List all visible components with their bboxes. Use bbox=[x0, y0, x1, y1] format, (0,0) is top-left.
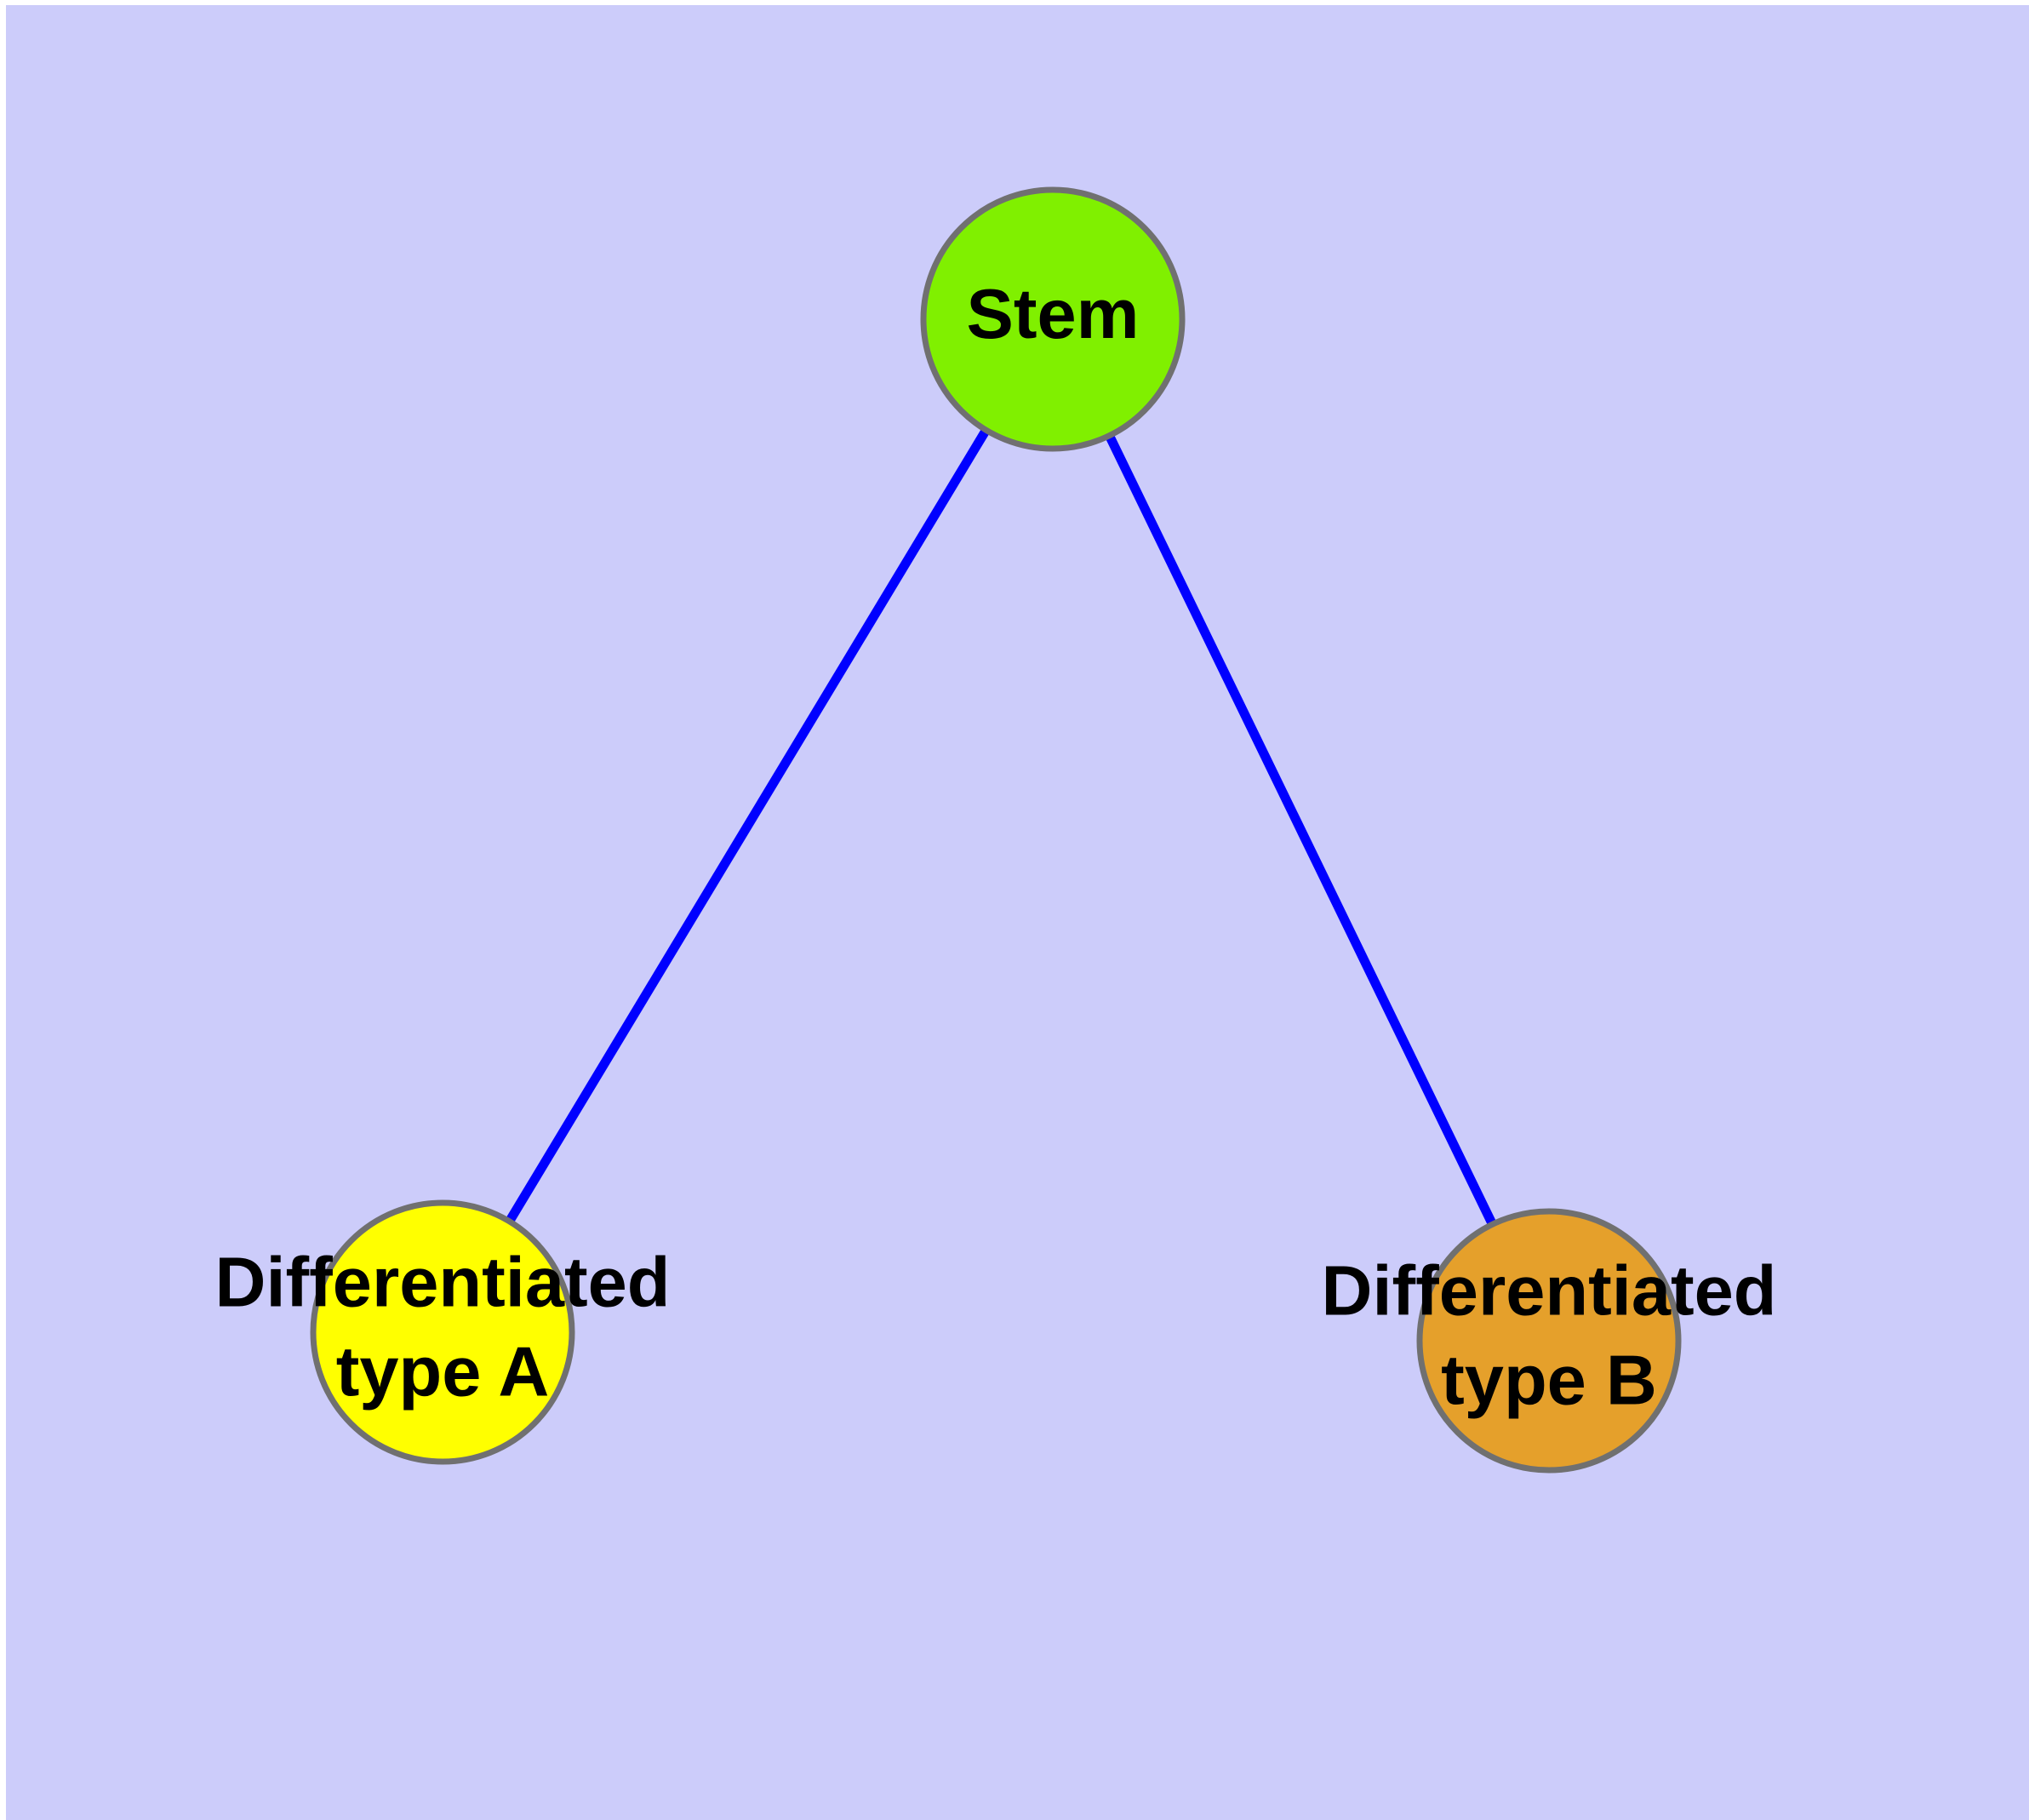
stem-node[interactable] bbox=[920, 186, 1186, 452]
edge-stem-to-differentiated-type-b[interactable] bbox=[1049, 317, 1553, 1343]
differentiated-type-b-node[interactable] bbox=[1416, 1208, 1682, 1474]
nodes-layer bbox=[310, 186, 1682, 1474]
node-label-line: type A bbox=[336, 1331, 550, 1411]
node-label-line: Differentiated bbox=[1322, 1251, 1777, 1331]
edges-layer bbox=[438, 317, 1553, 1343]
node-label-line: Differentiated bbox=[215, 1243, 671, 1322]
edge-stem-to-differentiated-type-a[interactable] bbox=[438, 317, 1057, 1335]
node-label-line: type B bbox=[1441, 1340, 1657, 1419]
differentiated-type-a-node[interactable] bbox=[310, 1199, 575, 1465]
labels-layer: Stem Differentiated type A Differentiated… bbox=[215, 274, 1777, 1419]
stem-node-label: Stem bbox=[967, 274, 1140, 353]
differentiated-type-a-node-label: Differentiated type A bbox=[215, 1243, 671, 1411]
node-label-line: Stem bbox=[967, 274, 1140, 353]
differentiated-type-b-node-label: Differentiated type B bbox=[1322, 1251, 1777, 1420]
